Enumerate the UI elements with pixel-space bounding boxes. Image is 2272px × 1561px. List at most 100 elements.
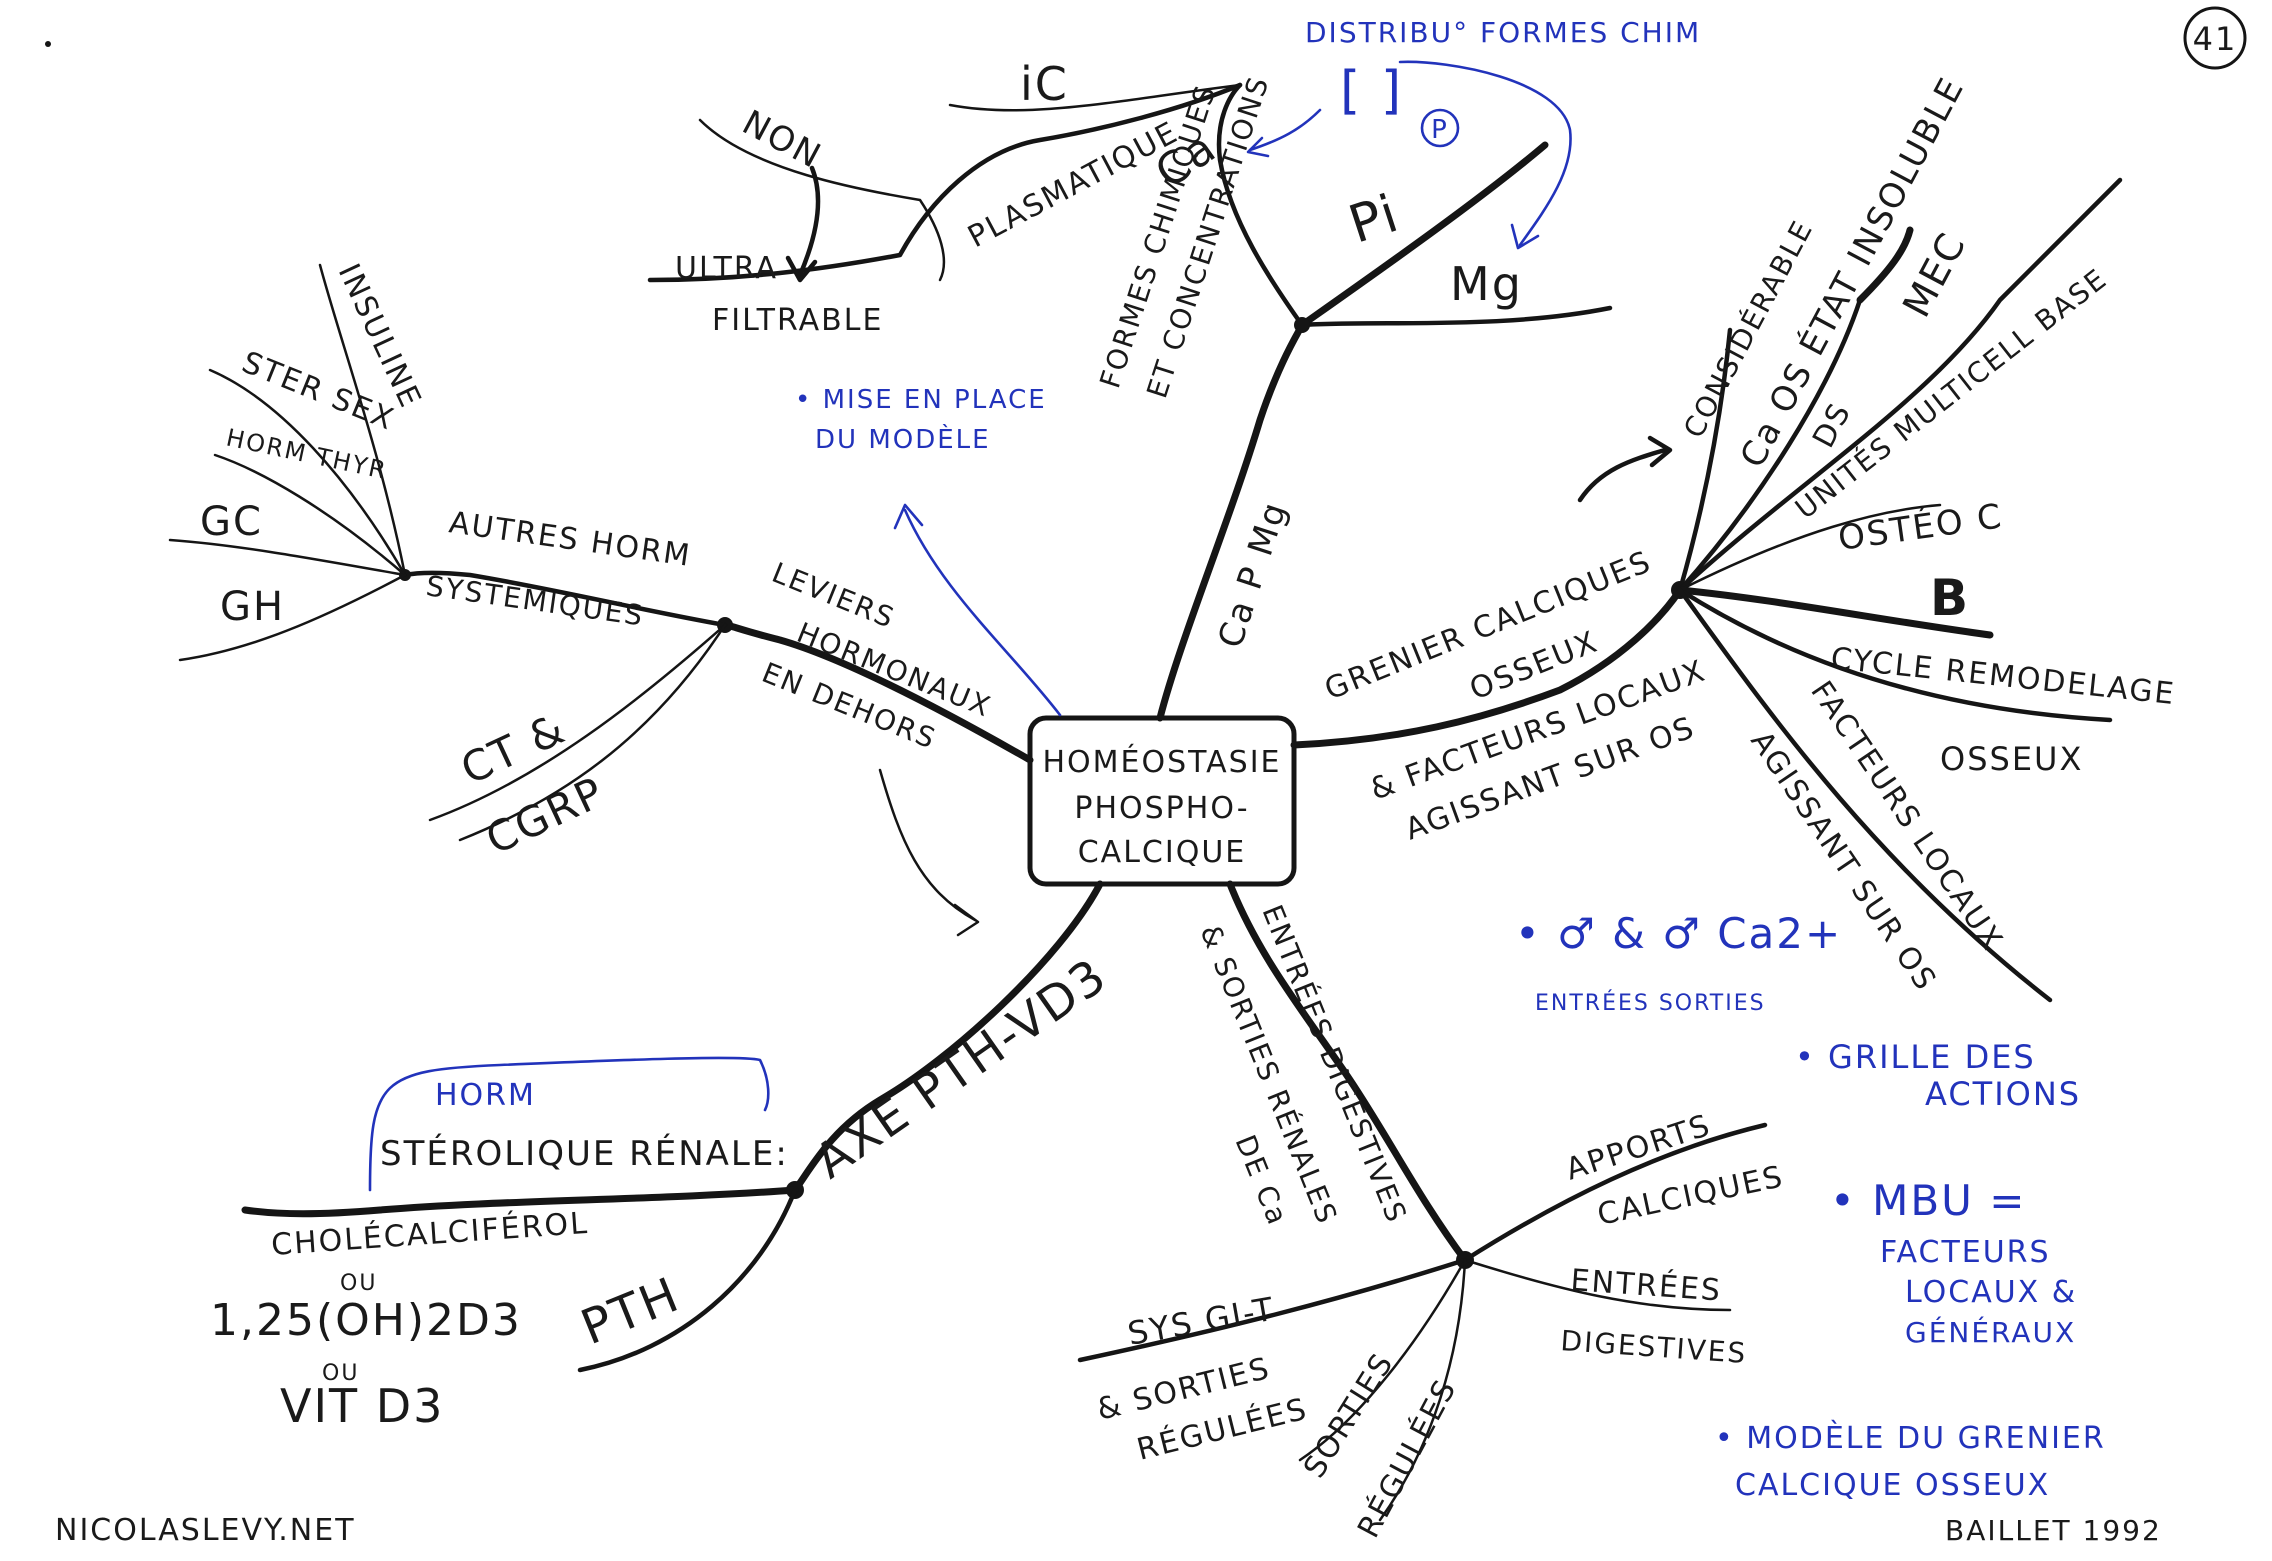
leaf-osteoc: OSTÉO C: [1836, 495, 2006, 559]
branch-ic: [948, 83, 1242, 112]
label-mg: Mg: [1450, 257, 1523, 311]
note-generaux: GÉNÉRAUX: [1905, 1315, 2076, 1349]
branch-top-pi: [1298, 141, 1549, 329]
label-horm: HORM: [435, 1078, 536, 1113]
leaf-stersex-line: [208, 368, 407, 577]
leaf-gh-line: [178, 573, 407, 662]
label-entrees: ENTRÉES: [1569, 1262, 1723, 1308]
blue-arrow-left: [1248, 108, 1322, 152]
note-facteurs: FACTEURS: [1880, 1235, 2051, 1270]
branch-top-main: [1156, 321, 1306, 722]
branch-top-mg: [1299, 305, 1613, 328]
leaf-cycle: CYCLE REMODELAGE: [1829, 641, 2177, 712]
branch-bottom-main: [1226, 880, 1469, 1264]
center-line-1: HOMÉOSTASIE: [1042, 744, 1281, 780]
note-grille: • GRILLE DES: [1795, 1038, 2036, 1076]
arrow-considerable: [1577, 447, 1668, 503]
note-calcique-osseux: CALCIQUE OSSEUX: [1735, 1468, 2050, 1503]
branch-sys: [1077, 1257, 1468, 1363]
blue-arrow-left-head: [1246, 136, 1270, 158]
blue-bracket-horm: [368, 1056, 770, 1192]
label-autres-horm: AUTRES HORM: [447, 505, 694, 574]
label-ou-1: OU: [340, 1271, 377, 1296]
leaf-hormthyr: HORM THYR: [224, 423, 390, 484]
blue-arrow-mise-head: [893, 503, 924, 530]
branch-sorties2: [1378, 1258, 1467, 1522]
arrow-dehors-axe: [878, 768, 977, 922]
label-ou-2: OU: [322, 1361, 359, 1386]
page-number: 41: [2193, 20, 2238, 58]
label-digestives: DIGESTIVES: [1560, 1324, 1749, 1370]
branch-right-main: [1290, 586, 1684, 749]
label-filtrable: FILTRABLE: [712, 303, 883, 338]
stray-dot: [45, 41, 51, 47]
note-p-circle: [1420, 108, 1460, 148]
note-p: P: [1431, 115, 1449, 145]
leaf-cgrp-line: [458, 623, 727, 842]
blue-arrow-mise: [903, 508, 1062, 717]
leaf-caos-line: [1677, 297, 1863, 593]
left-label-1: LEVIERS: [767, 556, 900, 635]
node-top: [1294, 317, 1310, 333]
branch-pth: [577, 1187, 798, 1373]
leaf-facteurs-line: [1677, 587, 2053, 1003]
leaf-ct-line: [428, 623, 727, 822]
note-entrees-sorties: ENTRÉES SORTIES: [1535, 990, 1766, 1016]
leaf-mec-line: [1856, 226, 1914, 304]
label-pth: PTH: [574, 1267, 688, 1357]
leaf-b: B: [1930, 569, 1970, 627]
footer-right: BAILLET 1992: [1945, 1514, 2162, 1547]
leaf-b-line: [1676, 586, 1994, 639]
leaf-gh: GH: [220, 584, 285, 630]
leaf-osseux: OSSEUX: [1940, 740, 2083, 778]
note-du-modele: DU MODÈLE: [815, 423, 991, 455]
note-locaux: LOCAUX &: [1905, 1275, 2077, 1310]
label-sys-git: SYS GI-T: [1125, 1290, 1278, 1353]
leaf-osteoc-line: [1678, 503, 1942, 592]
label-vitd3: VIT D3: [280, 1379, 444, 1433]
note-mbu: • MBU =: [1830, 1176, 2026, 1225]
branch-ca-plasmatique: [647, 82, 1243, 283]
leaf-gc: GC: [200, 499, 263, 545]
label-ic: iC: [1020, 57, 1069, 111]
label-systemiques: SYSTÉMIQUES: [424, 568, 646, 632]
leaf-hormthyr-line: [213, 453, 407, 577]
branch-non: [698, 118, 946, 282]
note-distrib: DISTRIBU° FORMES CHIM: [1305, 16, 1701, 49]
label-ultra: ULTRA: [675, 251, 778, 286]
leaf-gc-line: [168, 538, 407, 577]
branch-entrees: [1463, 1258, 1732, 1312]
label-apports: APPORTS: [1562, 1108, 1716, 1188]
blue-arrow-right-head: [1510, 223, 1540, 250]
label-pi: Pi: [1342, 184, 1407, 256]
center-line-3: CALCIQUE: [1078, 835, 1247, 870]
branch-cholecalciferol: [241, 1186, 799, 1218]
branch-apports: [1462, 1122, 1768, 1263]
footer-left: NICOLASLEVY.NET: [55, 1513, 356, 1548]
arrow-considerable-head: [1647, 435, 1673, 468]
note-bracket: [ ]: [1340, 61, 1403, 121]
leaf-considerable-line: [1677, 327, 1733, 593]
page-number-circle: [2183, 6, 2247, 70]
arrow-dehors-axe-head: [953, 903, 980, 937]
arrow-non-ultra-head: [785, 255, 818, 283]
branch-sorties: [1298, 1258, 1467, 1462]
branch-axe-main: [791, 880, 1104, 1194]
arrow-non-ultra: [797, 165, 821, 278]
note-modele: • MODÈLE DU GRENIER: [1715, 1420, 2106, 1456]
branch-top-ca: [1216, 82, 1305, 328]
note-mise-en-place: • MISE EN PLACE: [795, 385, 1047, 415]
blue-arrow-right: [1398, 60, 1572, 247]
branch-left-main: [721, 621, 1034, 764]
label-sterolique: STÉROLIQUE RÉNALE:: [380, 1133, 789, 1174]
leaf-cycle-line: [1677, 587, 2113, 723]
label-axe: AXE PTH-VD3: [805, 947, 1118, 1189]
leaf-insuline-line: [318, 263, 407, 577]
label-dihydroxy: 1,25(OH)2D3: [210, 1295, 522, 1346]
branch-autres-horm: [402, 570, 728, 628]
note-actions: ACTIONS: [1925, 1075, 2081, 1113]
center-line-2: PHOSPHO-: [1074, 791, 1249, 826]
note-gender-line: • ♂ & ♂ Ca2+: [1515, 909, 1842, 958]
